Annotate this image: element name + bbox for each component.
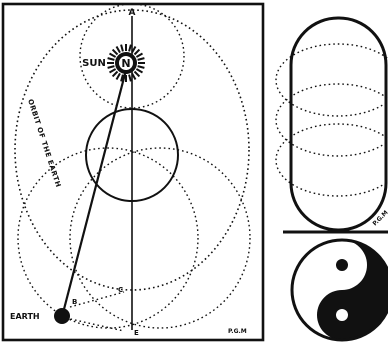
capsule-middle-arc bbox=[276, 84, 388, 156]
left-signature: P.G.M bbox=[228, 328, 247, 335]
point-e-label: E bbox=[134, 329, 139, 337]
sun-ray bbox=[138, 66, 145, 68]
sun-ray bbox=[110, 54, 116, 58]
earth-icon bbox=[54, 308, 70, 324]
yin-yang-icon bbox=[292, 240, 388, 340]
sun-ray bbox=[121, 45, 123, 52]
sun-ray bbox=[129, 75, 131, 82]
point-c-label: C bbox=[118, 286, 123, 294]
orbit-caption: ORBIT OF THE EARTH bbox=[26, 98, 62, 188]
sun-ray bbox=[117, 47, 121, 53]
sun-ray bbox=[113, 72, 118, 77]
sun-ray bbox=[136, 69, 142, 73]
left-panel: N SUN EARTH A B C E ORBIT OF THE EARTH P… bbox=[3, 4, 263, 340]
sun-ray bbox=[136, 54, 142, 58]
earth-label: EARTH bbox=[10, 312, 40, 321]
sun-ray bbox=[129, 45, 131, 52]
point-a-label: A bbox=[129, 8, 136, 18]
b-e-line bbox=[66, 318, 124, 331]
sun-ray bbox=[138, 58, 145, 60]
sun-ray bbox=[113, 50, 118, 55]
sun-ray bbox=[117, 73, 121, 79]
capsule-lower-arc bbox=[276, 124, 388, 196]
sun-ray bbox=[108, 66, 115, 68]
right-panel: P.G.M bbox=[276, 18, 388, 340]
lower-left-circle bbox=[18, 148, 198, 328]
sun-ray bbox=[108, 58, 115, 60]
sun-label: SUN bbox=[82, 58, 106, 69]
earth-sun-line bbox=[63, 70, 126, 313]
left-panel-frame bbox=[3, 4, 263, 340]
right-signature: P.G.M bbox=[371, 209, 388, 227]
sun-ray bbox=[135, 50, 140, 55]
point-b-label: B bbox=[72, 298, 77, 306]
b-c-line bbox=[70, 292, 124, 307]
sun-letter: N bbox=[121, 57, 130, 70]
sun-ray bbox=[135, 72, 140, 77]
sun-ray bbox=[110, 69, 116, 73]
